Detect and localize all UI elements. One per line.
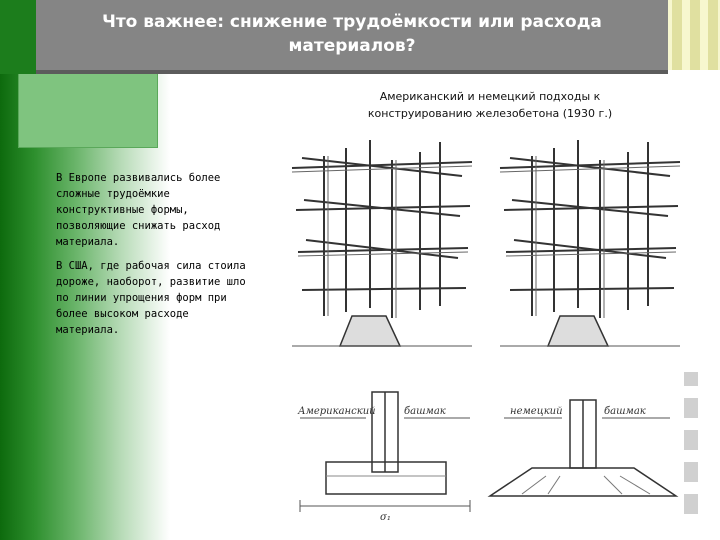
label-american: Американский [297,406,376,417]
slide-title: Что важнее: снижение трудоёмкости или ра… [36,10,668,58]
paragraph-usa: В США, где рабочая сила стоила дороже, н… [56,260,246,336]
figure-caption: Американский и немецкий подходы к констр… [340,88,640,122]
title-bar [36,0,668,74]
german-footing-drawing [487,399,679,497]
slide-title-line2: материалов? [288,36,416,56]
label-german: немецкий [510,406,563,417]
label-dimension: σ₁ [380,512,391,523]
right-side-deco [684,462,698,482]
right-side-deco [684,430,698,450]
right-side-deco [684,372,698,386]
paragraph-europe: В Европе развивались более сложные трудо… [56,172,221,248]
label-german-shoe: башмак [604,406,646,417]
right-side-deco [684,494,698,514]
figure-caption-line2: конструированию железобетона (1930 г.) [367,107,613,120]
slide-title-line1: Что важнее: снижение трудоёмкости или ра… [102,12,602,32]
green-corner-block [0,0,36,74]
label-american-shoe: башмак [404,406,446,417]
figure-caption-line1: Американский и немецкий подходы к [379,90,601,103]
right-side-deco [684,398,698,418]
body-text: В Европе развивались более сложные трудо… [56,170,256,346]
top-right-corner-deco [668,0,720,70]
american-footing-drawing [299,391,471,512]
